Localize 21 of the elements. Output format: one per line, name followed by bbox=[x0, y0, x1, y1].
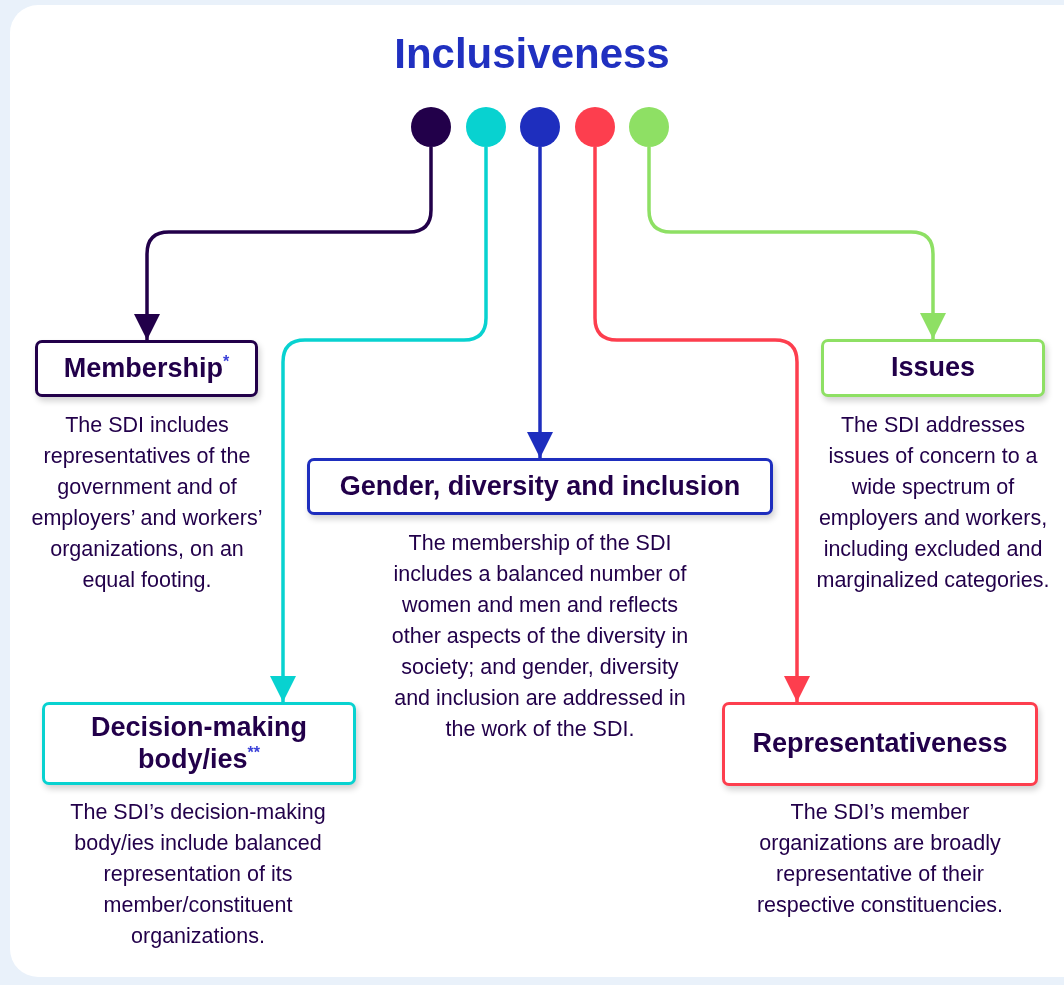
arrow bbox=[527, 147, 553, 458]
circle-marker bbox=[411, 107, 451, 147]
arrow bbox=[270, 147, 488, 702]
arrow bbox=[593, 147, 810, 702]
heading-box: Representativeness bbox=[722, 702, 1038, 786]
heading-box: Issues bbox=[821, 339, 1045, 397]
circle-marker bbox=[629, 107, 669, 147]
description-text: The SDI includes representatives of the government and of employers’ and workers’ organizations, on an equal footing. bbox=[30, 412, 264, 594]
heading-box: Membership$^{*}$ bbox=[35, 340, 258, 397]
title: Inclusiveness bbox=[393, 30, 671, 78]
description-text: The membership of the SDI includes a balanced number of women and men and reflects other aspects of the diversity in society; and gender, diversity and inclusion are addressed in the work of the SDI. bbox=[390, 530, 690, 743]
description-text: The SDI’s member organizations are broadly representative of their respective constituencies. bbox=[755, 799, 1005, 919]
description-text: The SDI addresses issues of concern to a wide spectrum of employers and workers, including excluded and marginalized categories. bbox=[815, 412, 1051, 594]
arrow bbox=[134, 147, 433, 340]
circle-marker bbox=[520, 107, 560, 147]
heading-box: Decision-making body/ies$^{**}$ bbox=[42, 702, 356, 785]
heading-box: Gender, diversity and inclusion bbox=[307, 458, 773, 515]
circle-marker bbox=[466, 107, 506, 147]
arrow bbox=[647, 147, 946, 339]
circle-marker bbox=[575, 107, 615, 147]
description-text: The SDI’s decision-making body/ies include balanced representation of its member/constituent organizations. bbox=[69, 799, 327, 950]
